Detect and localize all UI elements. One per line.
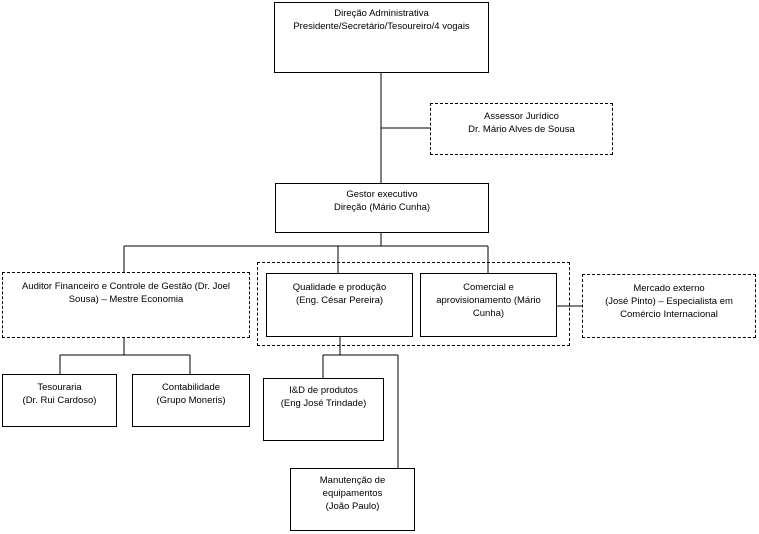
node-subtitle: Comércio Internacional: [620, 309, 718, 320]
manutencao-box: Manutenção de equipamentos (João Paulo): [290, 468, 415, 531]
node-title: Auditor Financeiro e Controle de Gestão …: [21, 281, 231, 292]
node-title: Direção Administrativa: [334, 8, 429, 19]
node-title: Assessor Jurídico: [484, 111, 559, 122]
node-title: Tesouraria: [37, 382, 82, 393]
node-title: Gestor executivo: [346, 189, 418, 200]
node-title: Mercado externo: [633, 283, 705, 294]
node-subtitle: (José Pinto) – Especialista em: [605, 296, 733, 307]
auditor-box: Auditor Financeiro e Controle de Gestão …: [2, 272, 250, 338]
mercado-externo-box: Mercado externo (José Pinto) – Especiali…: [582, 274, 756, 338]
node-title: I&D de produtos: [289, 385, 358, 396]
contabilidade-box: Contabilidade (Grupo Moneris): [132, 374, 250, 427]
tesouraria-box: Tesouraria (Dr. Rui Cardoso): [2, 374, 117, 427]
node-subtitle: aprovisionamento (Mário: [436, 295, 541, 306]
node-title: Comercial e: [463, 282, 514, 293]
node-subtitle: Sousa) – Mestre Economia: [68, 294, 184, 305]
node-subtitle: (Eng José Trindade): [280, 398, 367, 409]
gestor-executivo-box: Gestor executivo Direção (Mário Cunha): [275, 183, 489, 233]
comercial-box: Comercial e aprovisionamento (Mário Cunh…: [420, 273, 557, 337]
node-title: Contabilidade: [161, 382, 221, 393]
production-commercial-group: [257, 262, 570, 346]
node-subtitle: (Eng. César Pereira): [295, 295, 384, 306]
qualidade-producao-box: Qualidade e produção (Eng. César Pereira…: [266, 273, 413, 337]
id-produtos-box: I&D de produtos (Eng José Trindade): [263, 378, 384, 441]
node-subtitle: (Grupo Moneris): [156, 395, 226, 406]
direcao-administrativa-box: Direção Administrativa Presidente/Secret…: [274, 2, 489, 73]
node-subtitle: equipamentos: [322, 488, 383, 499]
node-title: Qualidade e produção: [292, 282, 387, 293]
node-subtitle: (João Paulo): [325, 501, 380, 512]
node-subtitle: Presidente/Secretário/Tesoureiro/4 vogai…: [293, 21, 470, 32]
node-subtitle: (Dr. Rui Cardoso): [22, 395, 97, 406]
node-subtitle: Direção (Mário Cunha): [333, 202, 431, 213]
node-subtitle: Dr. Mário Alves de Sousa: [468, 124, 575, 135]
node-title: Manutenção de: [319, 475, 386, 486]
node-subtitle: Cunha): [472, 308, 505, 319]
assessor-juridico-box: Assessor Jurídico Dr. Mário Alves de Sou…: [430, 103, 613, 155]
